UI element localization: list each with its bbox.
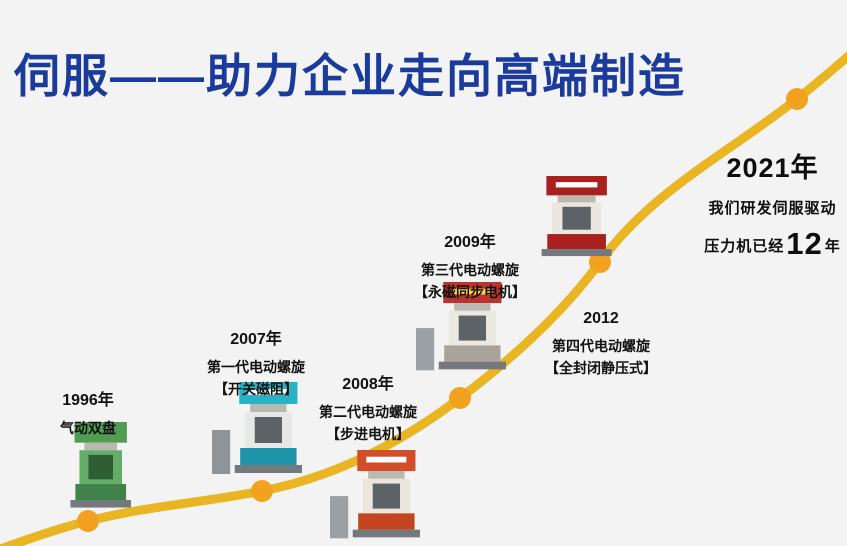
machine-neck xyxy=(557,195,596,203)
machine-base xyxy=(75,484,127,501)
machine-foot xyxy=(70,500,131,508)
machine-neck xyxy=(250,404,287,412)
machine-window xyxy=(254,417,282,443)
finale-year: 2021年 xyxy=(726,153,819,183)
milestone-dot-2021 xyxy=(786,88,808,110)
milestone-label-1996: 1996年 气动双盘 xyxy=(60,386,116,439)
milestone-desc: 【全封闭静压式】 xyxy=(545,360,657,376)
machine-window xyxy=(458,315,486,341)
machine-base xyxy=(444,345,501,362)
milestone-year: 2007年 xyxy=(230,331,282,348)
machine-label-strip xyxy=(555,182,598,188)
machine-base xyxy=(240,448,297,465)
machine-window xyxy=(88,454,113,480)
machine-window xyxy=(562,206,591,230)
milestone-dot-2008 xyxy=(449,387,471,409)
machine-window xyxy=(372,483,400,509)
machine-label-strip xyxy=(248,389,289,395)
machine-foot xyxy=(352,529,420,538)
machine-base xyxy=(358,513,415,530)
milestone-dot-1996 xyxy=(77,510,99,532)
machine-cabinet xyxy=(416,328,435,371)
finale-line1: 我们研发伺服驱动 xyxy=(708,200,837,217)
milestone-desc: 【步进电机】 xyxy=(326,426,410,442)
milestone-desc: 【开关磁阻】 xyxy=(214,381,298,397)
finale-years-count: 12 xyxy=(786,226,823,261)
milestone-desc: 第三代电动螺旋 xyxy=(421,262,519,278)
finale-line2-prefix: 压力机已经 xyxy=(704,238,785,255)
milestone-year: 2012 xyxy=(583,310,619,327)
milestone-dot-2007 xyxy=(251,480,273,502)
machine-neck xyxy=(84,442,118,451)
finale-line2-suffix: 年 xyxy=(824,238,841,255)
machine-label-strip xyxy=(366,456,407,463)
machine-foot xyxy=(234,465,302,473)
press-machine-2008 xyxy=(330,450,420,539)
machine-crown xyxy=(74,422,127,443)
milestone-label-2009: 2009年 第三代电动螺旋 【永磁同步电机】 xyxy=(414,228,526,303)
milestone-desc: 第四代电动螺旋 xyxy=(552,338,650,354)
press-machine-2012 xyxy=(541,176,612,257)
machine-foot xyxy=(541,249,612,257)
milestone-year: 1996年 xyxy=(62,392,114,409)
milestone-year: 2008年 xyxy=(342,376,394,393)
machine-neck xyxy=(368,471,405,479)
milestone-desc: 第二代电动螺旋 xyxy=(319,404,417,420)
machine-neck xyxy=(454,303,491,311)
milestone-desc: 气动双盘 xyxy=(60,420,116,436)
press-machine-2007 xyxy=(212,382,302,474)
page-title: 伺服——助力企业走向高端制造 xyxy=(14,50,686,102)
milestone-label-2012: 2012 第四代电动螺旋 【全封闭静压式】 xyxy=(545,310,657,379)
machine-cabinet xyxy=(50,467,66,508)
machine-label-strip xyxy=(452,288,493,295)
machine-cabinet xyxy=(212,430,231,474)
milestone-year: 2009年 xyxy=(444,234,496,251)
machine-base xyxy=(547,234,606,250)
milestone-label-2007: 2007年 第一代电动螺旋 【开关磁阻】 xyxy=(207,325,305,400)
press-machine-1996 xyxy=(50,422,131,508)
milestone-desc: 第一代电动螺旋 xyxy=(207,359,305,375)
milestone-desc: 【永磁同步电机】 xyxy=(414,284,526,300)
machine-foot xyxy=(438,361,506,370)
milestone-dot-2012 xyxy=(589,251,611,273)
milestone-label-2008: 2008年 第二代电动螺旋 【步进电机】 xyxy=(319,370,417,445)
machine-cabinet xyxy=(330,496,349,539)
press-machine-2009 xyxy=(416,282,506,371)
